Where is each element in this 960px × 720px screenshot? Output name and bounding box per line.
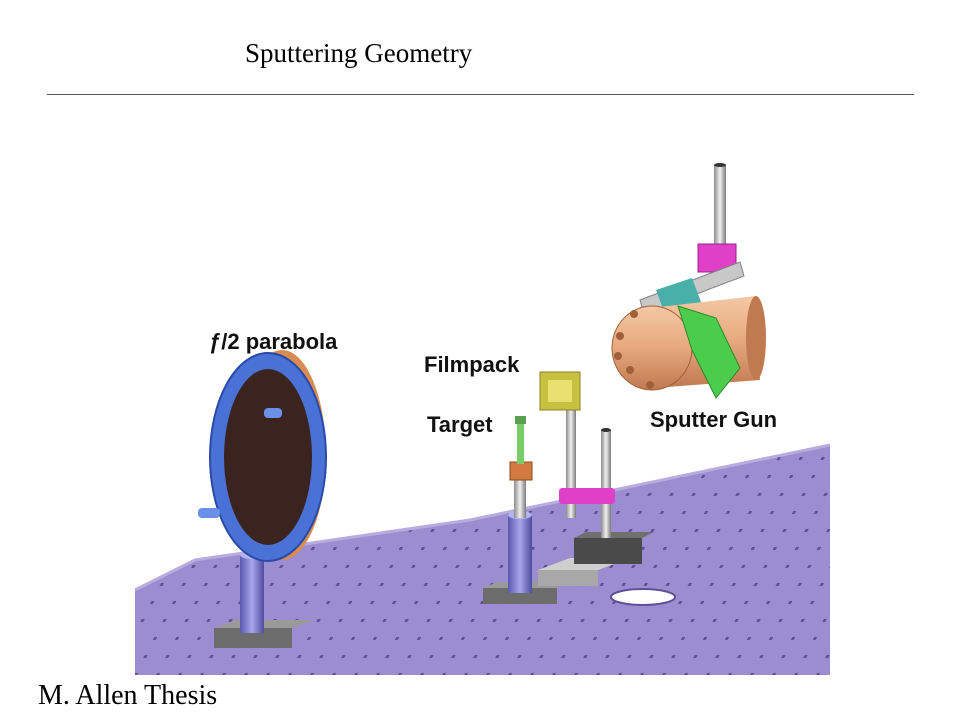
sputter-gun-label: Sputter Gun (650, 407, 777, 432)
optical-table (134, 443, 831, 675)
source-credit: M. Allen Thesis (38, 680, 218, 711)
filmpack-assembly (538, 371, 654, 586)
slide-title: Sputtering Geometry (245, 38, 473, 68)
target-label: Target (427, 412, 493, 437)
filmpack-label: Filmpack (424, 352, 520, 377)
table-cutout-hole (610, 588, 676, 606)
parabola-label: ƒ/2 parabola (209, 329, 338, 354)
title-divider (47, 94, 914, 95)
parabola-mirror-assembly (198, 350, 327, 648)
sputter-gun-assembly (611, 163, 766, 399)
